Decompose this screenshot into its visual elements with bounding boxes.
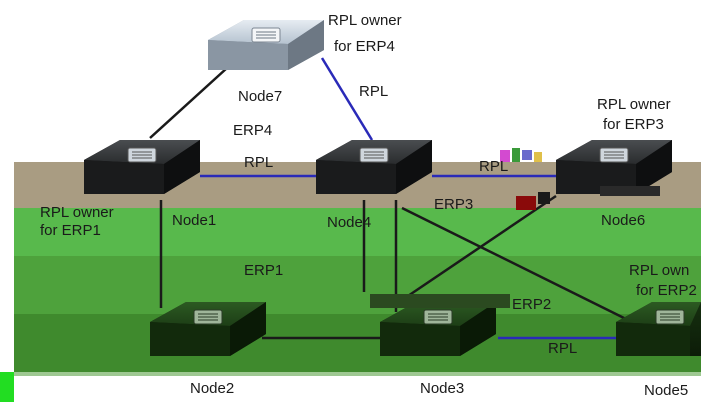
switch-node5 [616, 302, 701, 356]
rpl-label-node4-node6: RPL [479, 158, 509, 175]
rpl-owner-erp1-line1: RPL owner [40, 204, 114, 221]
rpl-label-node1-node4: RPL [244, 154, 274, 171]
background-band-dark-green [14, 314, 701, 374]
node6-label: Node6 [601, 212, 646, 229]
link-node6-node3-diagonal [401, 194, 557, 302]
background-band-light-green [14, 208, 701, 258]
switch-node1 [84, 140, 200, 194]
rpl-owner-erp1-line2: for ERP1 [40, 222, 101, 239]
node7-label: Node7 [238, 88, 283, 105]
rpl-owner-erp2-line2: for ERP2 [636, 282, 697, 299]
rpl-label-node3-node5: RPL [548, 340, 578, 357]
link-node4-node5-diagonal [401, 206, 629, 322]
background-band-bottom-fade [14, 372, 701, 376]
ring-label-erp4: ERP4 [233, 122, 273, 139]
switch-node2 [150, 302, 266, 356]
switch-node6 [556, 140, 672, 194]
rpl-owner-erp4-line1: RPL owner [328, 12, 402, 29]
background-band-mid-green [14, 256, 701, 316]
rpl-label-node7-node4: RPL [359, 83, 389, 100]
node2-label: Node2 [190, 380, 235, 397]
rpl-owner-erp4-line2: for ERP4 [334, 38, 395, 55]
rpl-owner-erp3-line1: RPL owner [597, 96, 671, 113]
ring-label-erp2: ERP2 [512, 296, 552, 313]
switch-node3 [380, 302, 496, 356]
switch-node4 [316, 140, 432, 194]
link-node7-node1 [149, 57, 239, 139]
ring-label-erp3: ERP3 [434, 196, 474, 213]
link-node7-node4-rpl [320, 57, 374, 141]
ring-label-erp1: ERP1 [244, 262, 284, 279]
rpl-owner-erp2-line1: RPL own [629, 262, 690, 279]
node3-label: Node3 [420, 380, 465, 397]
node4-label: Node4 [327, 214, 372, 231]
node5-label: Node5 [644, 382, 689, 399]
corner-badge [0, 372, 14, 402]
node1-label: Node1 [172, 212, 217, 229]
glitch-patch [370, 148, 660, 308]
switch-node7 [208, 20, 324, 70]
rpl-owner-erp3-line2: for ERP3 [603, 116, 664, 133]
